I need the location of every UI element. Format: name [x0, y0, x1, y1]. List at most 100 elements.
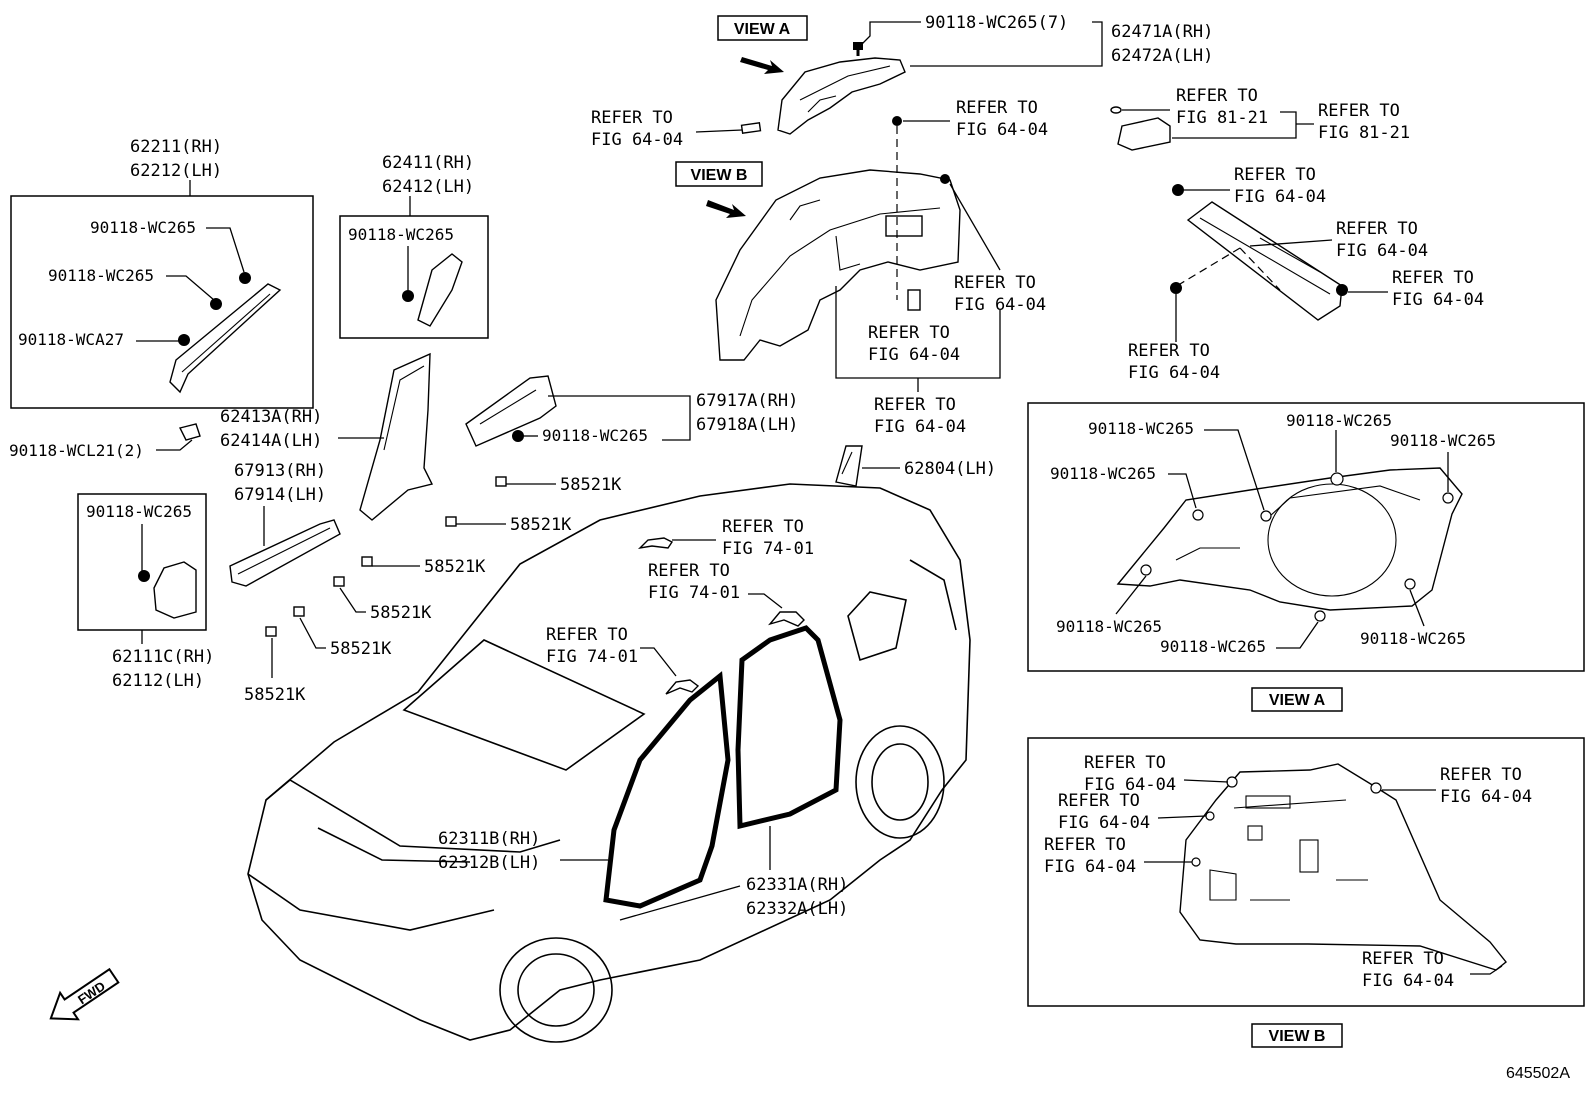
svg-text:VIEW A: VIEW A	[734, 21, 791, 38]
clip-label: 90118-WC265	[1088, 419, 1194, 438]
view-a-tag-top: VIEW A	[717, 15, 808, 41]
clip-icon	[892, 116, 902, 126]
refer-fig-81-21-a[interactable]: REFER TO	[1176, 86, 1258, 106]
diagram-id: 645502A	[1506, 1065, 1570, 1082]
fwd-arrow-icon: FWD	[49, 967, 120, 1021]
refer-fig-64-04-vb2-ref[interactable]: FIG 64-04	[1058, 813, 1150, 833]
part-62311b-label: 62311B(RH)	[438, 829, 540, 849]
part-58521k-label: 58521K	[510, 515, 572, 535]
part-62804-drawing	[835, 445, 863, 487]
refer-fig-64-04-h-ref[interactable]: FIG 64-04	[1392, 290, 1484, 310]
refer-fig-74-01-a-ref[interactable]: FIG 74-01	[722, 539, 814, 559]
clip-icon	[1172, 184, 1184, 196]
vehicle-outline-drawing	[247, 483, 971, 1043]
clip-label: 90118-WC265	[542, 426, 648, 445]
refer-fig-64-04-b[interactable]: REFER TO	[956, 98, 1038, 118]
part-67918a-label: 67918A(LH)	[696, 415, 798, 435]
refer-fig-74-01-c-ref[interactable]: FIG 74-01	[546, 647, 638, 667]
refer-fig-81-21-b[interactable]: REFER TO	[1318, 101, 1400, 121]
refer-fig-64-04-d-ref[interactable]: FIG 64-04	[868, 345, 960, 365]
clip-label: 90118-WC265	[348, 225, 454, 244]
refer-fig-81-21-a-ref[interactable]: FIG 81-21	[1176, 108, 1268, 128]
clip-label: 90118-WCA27	[18, 330, 124, 349]
refer-fig-81-21-b-ref[interactable]: FIG 81-21	[1318, 123, 1410, 143]
part-67917a-label: 67917A(RH)	[696, 391, 798, 411]
refer-fig-64-04-vb4-ref[interactable]: FIG 64-04	[1440, 787, 1532, 807]
refer-fig-64-04-h[interactable]: REFER TO	[1392, 268, 1474, 288]
refer-fig-64-04-vb2[interactable]: REFER TO	[1058, 791, 1140, 811]
part-58521k-label: 58521K	[330, 639, 392, 659]
clip-label: 90118-WC265	[48, 266, 154, 285]
back-door-trim-drawing	[1186, 201, 1343, 321]
svg-text:VIEW B: VIEW B	[691, 167, 748, 184]
part-67913-drawing	[229, 519, 341, 587]
refer-fig-74-01-c[interactable]: REFER TO	[546, 625, 628, 645]
refer-fig-64-04-vb3[interactable]: REFER TO	[1044, 835, 1126, 855]
part-62331a-drawing	[735, 625, 843, 830]
view-a-quarter-trim-drawing	[1116, 467, 1463, 611]
room-lamp-drawing	[1117, 117, 1171, 151]
part-62413a-drawing	[359, 352, 434, 521]
part-58521k-label: 58521K	[560, 475, 622, 495]
refer-fig-64-04-f[interactable]: REFER TO	[1234, 165, 1316, 185]
refer-fig-64-04-a[interactable]: REFER TO	[591, 108, 673, 128]
part-58521k-label: 58521K	[370, 603, 432, 623]
view-a-tag-bottom: VIEW A	[1251, 687, 1343, 712]
clip-label: 90118-WC265	[1056, 617, 1162, 636]
refer-fig-64-04-vb4[interactable]: REFER TO	[1440, 765, 1522, 785]
part-62471a-label: 62471A(RH)	[1111, 22, 1213, 42]
refer-fig-64-04-vb5[interactable]: REFER TO	[1362, 949, 1444, 969]
view-b-arrow-icon	[706, 200, 746, 218]
clip-top-label: 90118-WC265(7)	[925, 13, 1068, 33]
clip-label: 90118-WC265	[90, 218, 196, 237]
clip-label: 90118-WC265	[1160, 637, 1266, 656]
part-62411-label: 62411(RH)	[382, 153, 474, 173]
part-62472a-label: 62472A(LH)	[1111, 46, 1213, 66]
refer-fig-64-04-d[interactable]: REFER TO	[868, 323, 950, 343]
refer-fig-64-04-vb3-ref[interactable]: FIG 64-04	[1044, 857, 1136, 877]
refer-fig-64-04-g-ref[interactable]: FIG 64-04	[1336, 241, 1428, 261]
part-62312b-label: 62312B(LH)	[438, 853, 540, 873]
part-62331a-label: 62331A(RH)	[746, 875, 848, 895]
part-58521k-label: 58521K	[244, 685, 306, 705]
clip-label: 90118-WC265	[1050, 464, 1156, 483]
part-62111c-label: 62111C(RH)	[112, 647, 214, 667]
refer-fig-64-04-vb5-ref[interactable]: FIG 64-04	[1362, 971, 1454, 991]
refer-fig-74-01-b-ref[interactable]: FIG 74-01	[648, 583, 740, 603]
part-62112-label: 62112(LH)	[112, 671, 204, 691]
svg-text:VIEW A: VIEW A	[1269, 692, 1326, 709]
refer-fig-74-01-b[interactable]: REFER TO	[648, 561, 730, 581]
refer-fig-64-04-c[interactable]: REFER TO	[954, 273, 1036, 293]
clip-label: 90118-WC265	[1360, 629, 1466, 648]
refer-fig-64-04-b-ref[interactable]: FIG 64-04	[956, 120, 1048, 140]
view-a-arrow-icon	[740, 57, 784, 74]
part-62411-drawing	[417, 253, 463, 327]
part-62211-drawing	[169, 283, 282, 394]
refer-fig-64-04-e-ref[interactable]: FIG 64-04	[874, 417, 966, 437]
clip-label: 90118-WC265	[1390, 431, 1496, 450]
clip-icon	[138, 570, 150, 582]
svg-text:VIEW B: VIEW B	[1269, 1028, 1326, 1045]
refer-fig-64-04-e[interactable]: REFER TO	[874, 395, 956, 415]
refer-fig-64-04-c-ref[interactable]: FIG 64-04	[954, 295, 1046, 315]
part-62411-box	[339, 215, 489, 339]
refer-fig-64-04-vb1[interactable]: REFER TO	[1084, 753, 1166, 773]
refer-fig-64-04-f-ref[interactable]: FIG 64-04	[1234, 187, 1326, 207]
part-62211-label: 62211(RH)	[130, 137, 222, 157]
refer-fig-64-04-i[interactable]: REFER TO	[1128, 341, 1210, 361]
refer-fig-64-04-i-ref[interactable]: FIG 64-04	[1128, 363, 1220, 383]
clip-label: 90118-WC265	[86, 502, 192, 521]
clip-icon	[512, 430, 524, 442]
part-62111c-drawing	[153, 561, 197, 619]
part-62212-label: 62212(LH)	[130, 161, 222, 181]
view-b-tag-top: VIEW B	[675, 161, 763, 187]
refer-fig-64-04-vb1-ref[interactable]: FIG 64-04	[1084, 775, 1176, 795]
view-b-tag-bottom: VIEW B	[1251, 1023, 1343, 1048]
refer-fig-74-01-a[interactable]: REFER TO	[722, 517, 804, 537]
clip-icon	[178, 272, 251, 346]
view-a-box	[1027, 402, 1585, 672]
refer-fig-64-04-a-ref[interactable]: FIG 64-04	[591, 130, 683, 150]
refer-fig-64-04-g[interactable]: REFER TO	[1336, 219, 1418, 239]
part-62412-label: 62412(LH)	[382, 177, 474, 197]
